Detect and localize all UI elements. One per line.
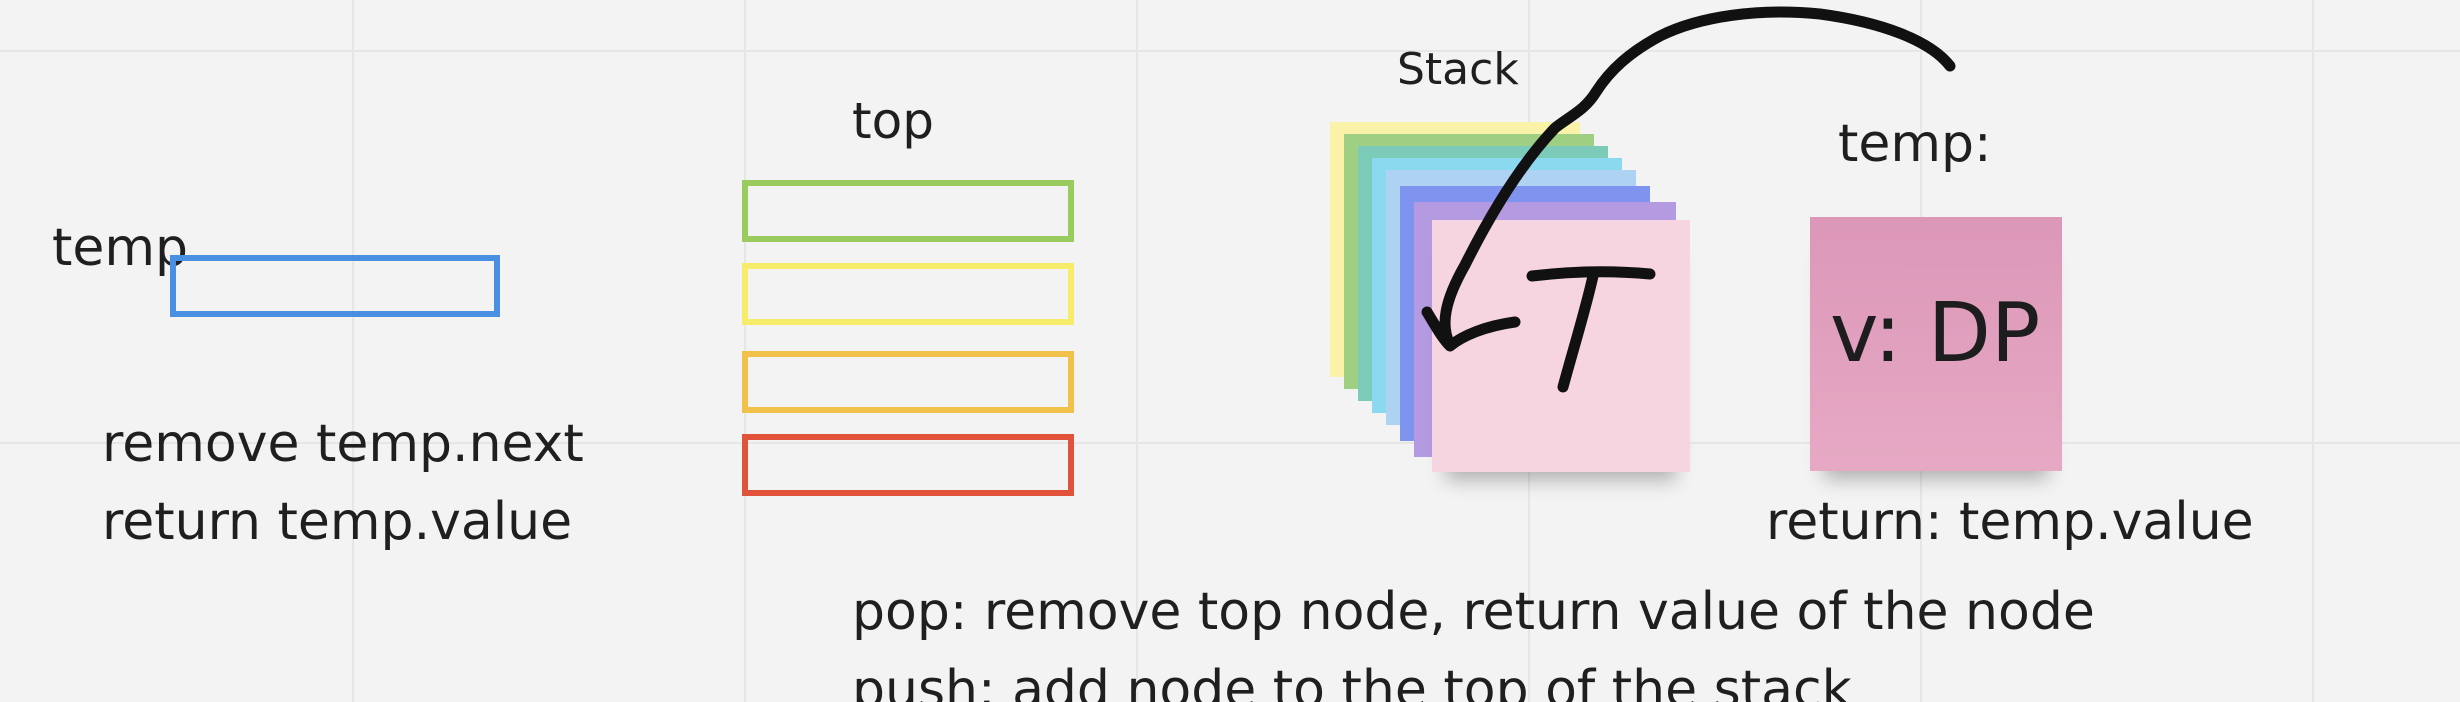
stack-node-yellow[interactable] <box>742 263 1074 325</box>
temp-value-note-text: v: DP <box>1830 286 2041 381</box>
stack-node-red[interactable] <box>742 434 1074 496</box>
return-temp-value-right-text[interactable]: return: temp.value <box>1766 492 2254 552</box>
temp-value-sticky-note[interactable]: v: DP <box>1810 217 2062 471</box>
pop-description-text[interactable]: pop: remove top node, return value of th… <box>852 582 2095 642</box>
stack-node-green[interactable] <box>742 180 1074 242</box>
temp-node-rectangle[interactable] <box>170 255 500 317</box>
sticky-note-pink-top[interactable] <box>1432 220 1690 472</box>
temp-label-right[interactable]: temp: <box>1838 114 1992 174</box>
remove-temp-next-text[interactable]: remove temp.next <box>102 414 584 474</box>
return-temp-value-text[interactable]: return temp.value <box>102 492 573 552</box>
push-description-text[interactable]: push: add node to the top of the stack <box>852 660 1852 702</box>
top-label[interactable]: top <box>852 92 934 150</box>
temp-label-left[interactable]: temp <box>52 218 189 278</box>
stack-label[interactable]: Stack <box>1397 44 1519 95</box>
stack-node-orange[interactable] <box>742 351 1074 413</box>
